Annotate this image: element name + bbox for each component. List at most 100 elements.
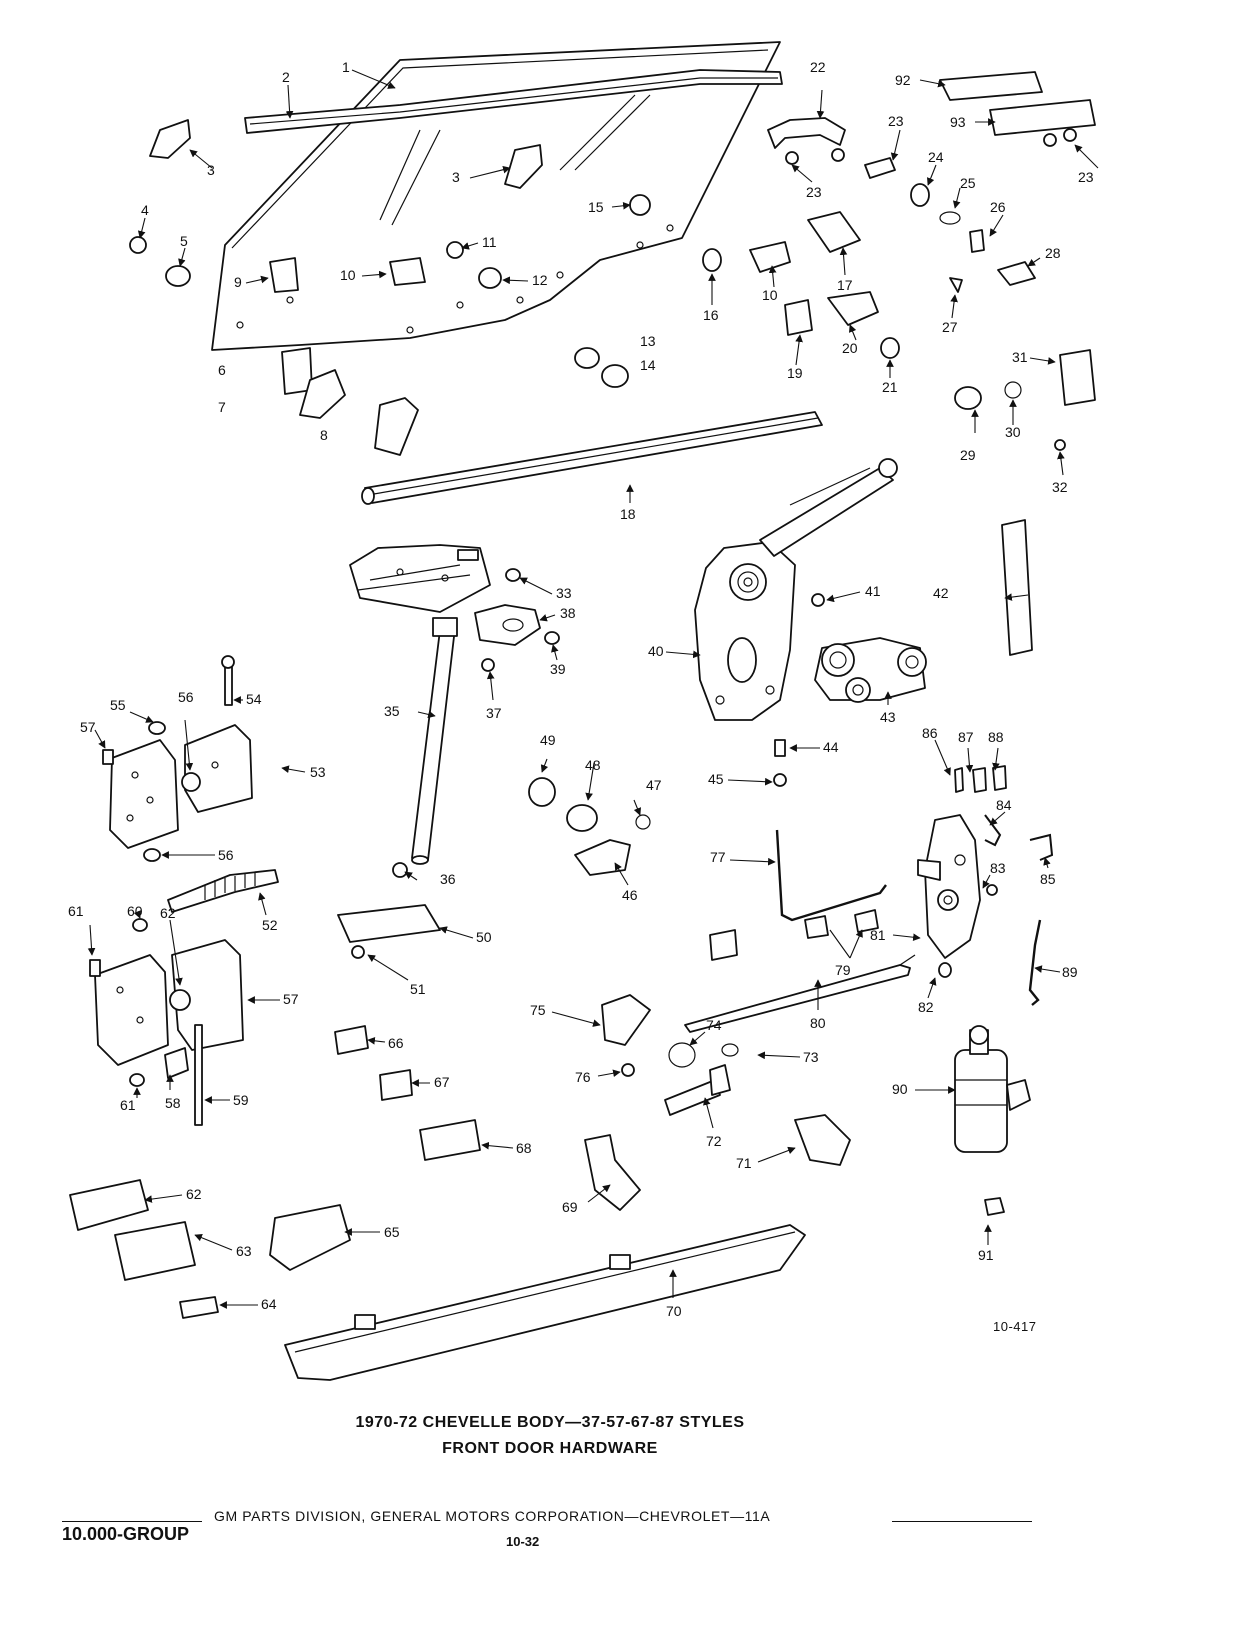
- callout-43: 42: [933, 585, 949, 601]
- callout-32: 31: [1012, 349, 1028, 365]
- callout-63: 62: [186, 1186, 202, 1202]
- lock-rod: [775, 829, 887, 922]
- callout-58: 57: [283, 991, 299, 1007]
- callout-68: 67: [434, 1074, 450, 1090]
- callout-83: 82: [918, 999, 934, 1015]
- callout-89: 88: [988, 729, 1004, 745]
- callout-5: 5: [180, 233, 188, 249]
- callout-60: 59: [233, 1092, 249, 1108]
- callout-19: 19: [787, 365, 803, 381]
- lock-cylinder-rod: [1028, 919, 1042, 1006]
- callout-25: 24: [928, 149, 944, 165]
- callout-74: 73: [803, 1049, 819, 1065]
- callout-75: 74: [706, 1017, 722, 1033]
- callout-28: 27: [942, 319, 958, 335]
- callout-29: 28: [1045, 245, 1061, 261]
- window-regulator: [694, 458, 898, 721]
- callout-16: 16: [703, 307, 719, 323]
- callout-57: 56: [178, 689, 194, 705]
- callout-57: 57: [80, 719, 96, 735]
- figure-id: 10-417: [993, 1319, 1037, 1334]
- callout-52: 51: [410, 981, 426, 997]
- callout-4: 4: [141, 202, 149, 218]
- callout-46: 45: [708, 771, 724, 787]
- callout-17: 17: [837, 277, 853, 293]
- callout-55: 54: [246, 691, 262, 707]
- callout-3: 3: [452, 169, 460, 185]
- callout-56: 56: [218, 847, 234, 863]
- footer-credit: GM PARTS DIVISION, GENERAL MOTORS CORPOR…: [214, 1508, 771, 1524]
- callout-30: 29: [960, 447, 976, 463]
- callout-61: 61: [120, 1097, 136, 1113]
- window-cam-guide: [349, 544, 491, 613]
- callout-54: 53: [310, 764, 326, 780]
- callout-84: 83: [990, 860, 1006, 876]
- lower-sash-channel: [411, 617, 458, 865]
- callout-48: 47: [646, 777, 662, 793]
- upper-hinge: [109, 724, 253, 849]
- callout-1: 1: [342, 59, 350, 75]
- callout-73: 72: [706, 1133, 722, 1149]
- callout-85: 84: [996, 797, 1012, 813]
- callout-23: 23: [806, 184, 822, 200]
- callout-9: 9: [234, 274, 242, 290]
- callout-76: 75: [530, 1002, 546, 1018]
- window-front-guide: [474, 604, 541, 646]
- power-lock-actuator: [954, 1025, 1031, 1153]
- callout-80: 79: [835, 962, 851, 978]
- footer-rule-left: [62, 1521, 202, 1522]
- page-number: 10-32: [506, 1534, 540, 1549]
- callout-61: 60: [127, 903, 143, 919]
- callout-92: 91: [978, 1247, 994, 1263]
- callout-79: 77: [710, 849, 726, 865]
- door-lock-assembly: [917, 814, 981, 959]
- callout-23: 23: [1078, 169, 1094, 185]
- callout-39: 38: [560, 605, 576, 621]
- callout-77: 76: [575, 1069, 591, 1085]
- callout-47: 46: [622, 887, 638, 903]
- callout-8: 8: [320, 427, 328, 443]
- inner-belt-weatherstrip: [361, 411, 823, 505]
- callout-56: 55: [110, 697, 126, 713]
- callout-31: 30: [1005, 424, 1021, 440]
- callout-50: 49: [540, 732, 556, 748]
- callout-21: 21: [882, 379, 898, 395]
- callout-94: 93: [950, 114, 966, 130]
- callout-90: 89: [1062, 964, 1078, 980]
- callout-53: 52: [262, 917, 278, 933]
- callout-45: 44: [823, 739, 839, 755]
- callout-87: 86: [922, 725, 938, 741]
- leader-lines: [87, 69, 1099, 1309]
- callout-13: 13: [640, 333, 656, 349]
- lower-hinge: [94, 939, 244, 1066]
- callout-91: 90: [892, 1081, 908, 1097]
- callout-22: 22: [810, 59, 826, 75]
- callout-37: 36: [440, 871, 456, 887]
- callout-18: 18: [620, 506, 636, 522]
- callout-3: 3: [207, 162, 215, 178]
- callout-7: 7: [218, 399, 226, 415]
- callout-65: 64: [261, 1296, 277, 1312]
- callout-6: 6: [218, 362, 226, 378]
- callout-36: 35: [384, 703, 400, 719]
- callout-86: 85: [1040, 871, 1056, 887]
- callout-62: 61: [68, 903, 84, 919]
- callout-labels: 1 2 3 3 4 5 6 7 8 9 10 10 11 12 13 14 15…: [68, 59, 1094, 1319]
- callout-64: 63: [236, 1243, 252, 1259]
- hinge-spring: [167, 869, 279, 913]
- callout-11: 11: [482, 234, 497, 250]
- callout-51: 50: [476, 929, 492, 945]
- window-regulator-motor: [814, 637, 927, 703]
- callout-49: 48: [585, 757, 601, 773]
- callout-33: 32: [1052, 479, 1068, 495]
- callout-26: 25: [960, 175, 976, 191]
- callout-12: 12: [532, 272, 548, 288]
- callout-40: 39: [550, 661, 566, 677]
- callout-70: 69: [562, 1199, 578, 1215]
- door-glass: [211, 41, 781, 351]
- group-label: 10.000-GROUP: [62, 1524, 190, 1544]
- callout-82: 81: [870, 927, 886, 943]
- callout-24: 23: [888, 113, 904, 129]
- callout-10: 10: [762, 287, 778, 303]
